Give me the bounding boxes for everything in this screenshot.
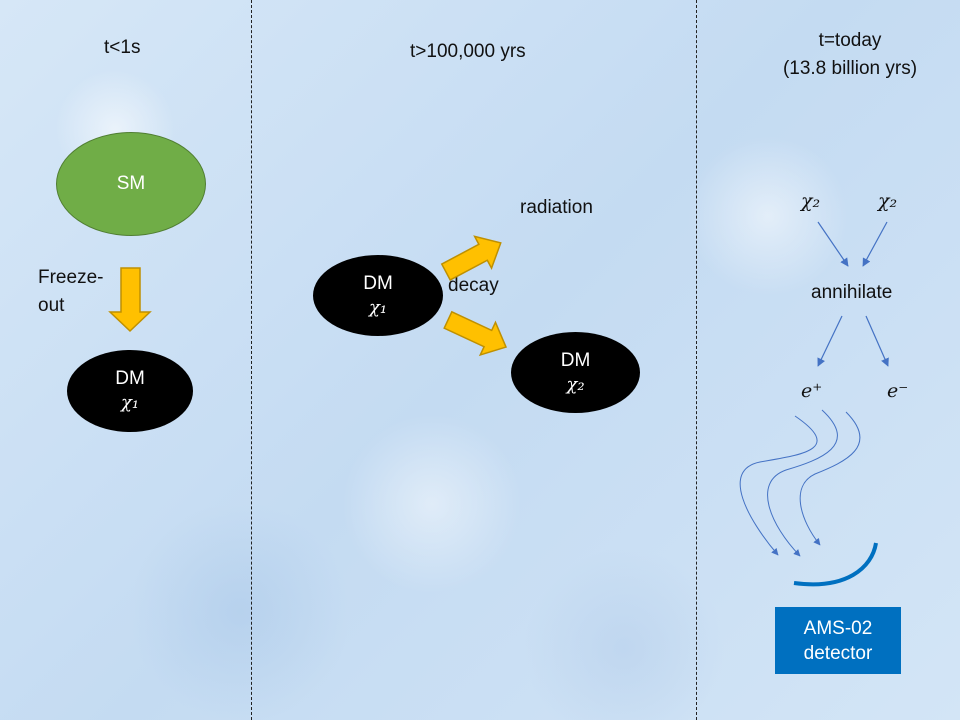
chi1-symbol: χ₁ [368, 296, 388, 318]
annihilate-to-electron-line [865, 315, 889, 367]
chi1-symbol: χ₁ [120, 392, 140, 413]
dm-label: DM [560, 349, 591, 371]
detector-label-line1: AMS-02 [803, 617, 873, 639]
decay-arrow-down [443, 310, 508, 357]
detector-dish [793, 542, 878, 587]
annihilate-to-positron-line [817, 315, 843, 367]
chi2-symbol: χ₂ [566, 373, 585, 395]
chi2-left-symbol: χ₂ [801, 190, 821, 212]
dm-ellipse-product: DM χ₂ [511, 332, 640, 413]
decay-label: decay [448, 275, 499, 296]
ams02-detector-box: AMS-02 detector [775, 607, 901, 674]
dm-label: DM [115, 368, 145, 389]
chi2-right-to-annihilate-line [862, 221, 888, 267]
dm-ellipse-early: DM χ₁ [67, 350, 193, 432]
sm-ellipse: SM [56, 132, 206, 236]
sm-label: SM [116, 173, 146, 194]
detector-label-line2: detector [803, 642, 873, 664]
chi2-right-symbol: χ₂ [878, 190, 898, 212]
freeze-out-arrow [108, 267, 152, 333]
radiation-label: radiation [520, 197, 593, 218]
electron-symbol: e⁻ [887, 380, 909, 402]
panel-divider-left [251, 0, 252, 720]
annihilate-label: annihilate [811, 282, 893, 303]
panel2-title: t>100,000 yrs [410, 41, 526, 62]
panel1-title: t<1s [104, 37, 141, 58]
chi2-left-to-annihilate-line [817, 221, 849, 267]
freeze-out-label-line2: out [38, 295, 65, 316]
positron-path-2 [767, 409, 838, 557]
positron-path-3 [799, 411, 861, 546]
freeze-out-label-line1: Freeze- [38, 267, 104, 288]
dm-label: DM [363, 272, 393, 294]
panel-divider-right [696, 0, 697, 720]
panel3-title-line2: (13.8 billion yrs) [782, 58, 918, 79]
dm-ellipse-decaying: DM χ₁ [313, 255, 443, 336]
positron-path-1 [739, 415, 818, 556]
positron-symbol: e⁺ [801, 380, 823, 402]
decay-arrow-up [440, 235, 502, 281]
panel3-title-line1: t=today [818, 30, 882, 51]
